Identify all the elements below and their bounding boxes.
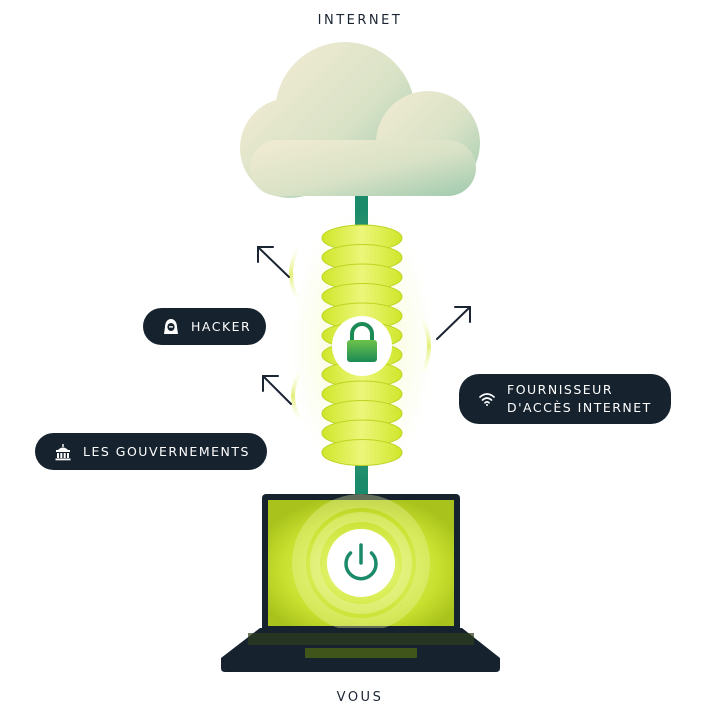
- threat-isp: FOURNISSEUR D'ACCÈS INTERNET: [459, 374, 671, 424]
- threat-isp-label-line1: FOURNISSEUR: [507, 382, 614, 397]
- arrow-up-right-icon: [436, 306, 471, 340]
- signal-arcs: [289, 246, 431, 422]
- padlock-icon: [332, 316, 392, 376]
- hacker-icon: [161, 317, 181, 337]
- threat-governments-label: LES GOUVERNEMENTS: [83, 443, 250, 459]
- power-icon[interactable]: [327, 529, 395, 597]
- threat-hacker: HACKER: [143, 308, 266, 345]
- threat-hacker-label: HACKER: [191, 318, 252, 334]
- arrow-up-left-icon: [257, 246, 290, 278]
- wifi-icon: [477, 389, 497, 409]
- threat-governments: LES GOUVERNEMENTS: [35, 433, 267, 470]
- arrow-up-left-icon: [262, 375, 292, 405]
- you-label: VOUS: [336, 690, 384, 705]
- intercept-arrows: [257, 246, 471, 405]
- tunnel-disc: [321, 439, 403, 466]
- cloud-icon: [240, 42, 480, 198]
- threat-isp-label-line2: D'ACCÈS INTERNET: [507, 400, 652, 415]
- government-building-icon: [53, 442, 73, 462]
- internet-label: INTERNET: [317, 13, 403, 28]
